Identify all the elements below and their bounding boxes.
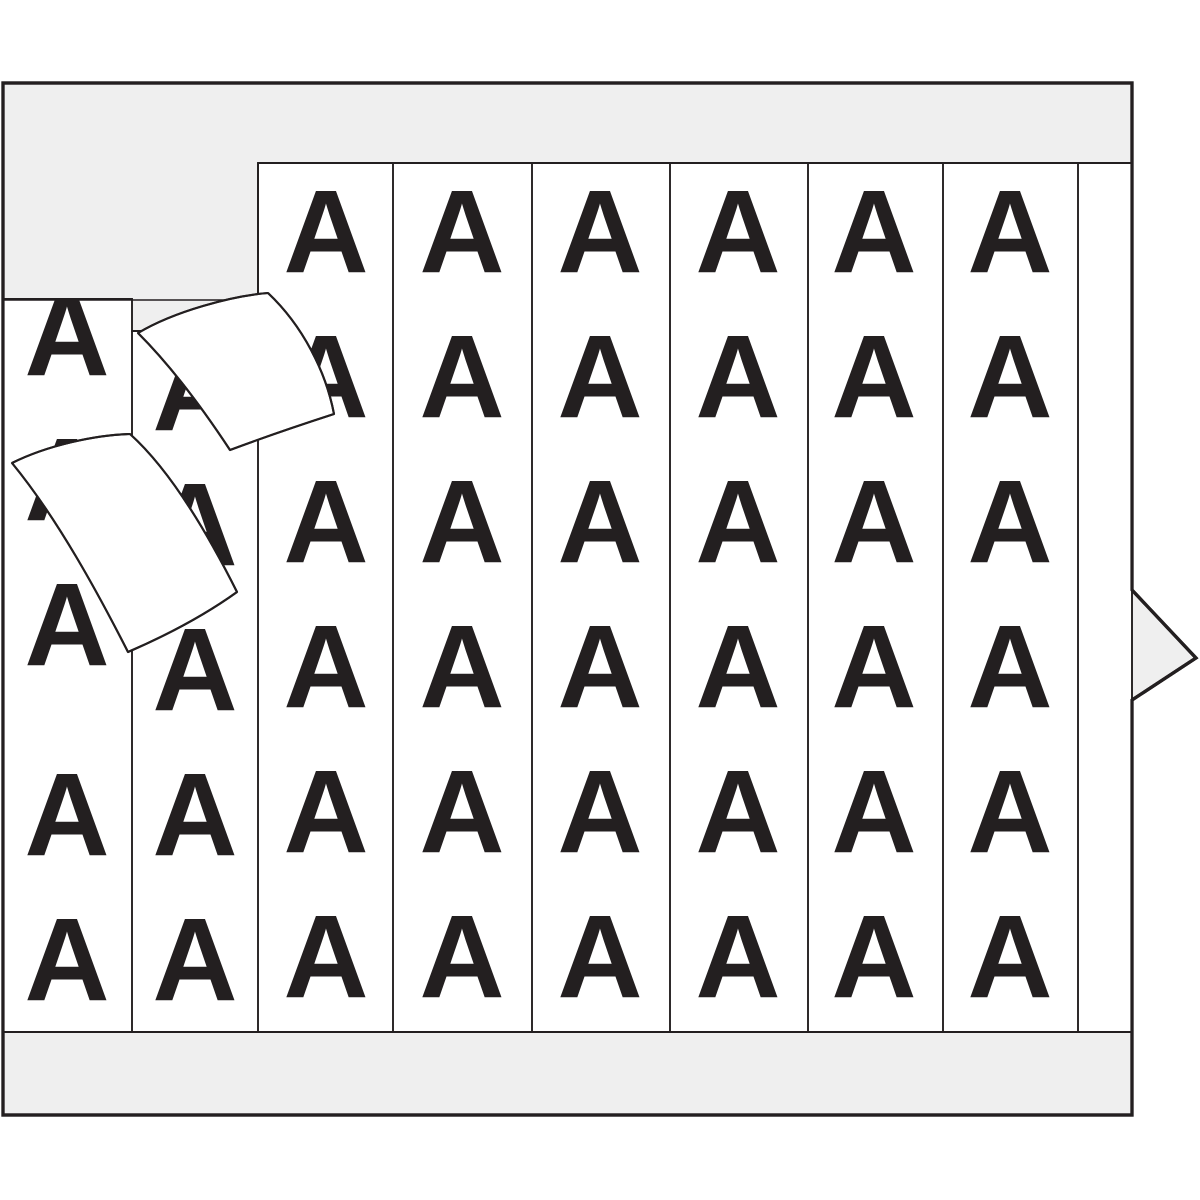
label-cell-c8r2: A [967,311,1052,443]
label-cell-c4r2: A [419,311,504,443]
label-cell-c3r6: A [283,891,368,1023]
label-field-margin-lines [3,162,1132,1033]
label-cell-c5r2: A [557,311,642,443]
label-column-4: A A A A A A [419,166,504,1023]
label-cell-c7r3: A [831,456,916,588]
label-column-5: A A A A A A [557,166,642,1023]
peeling-label-lower[interactable] [10,432,239,654]
label-column-6: A A A A A A [695,166,780,1023]
label-cell-c4r3: A [419,456,504,588]
label-cell-c6r4: A [695,601,780,733]
label-cell-c7r6: A [831,891,916,1023]
die-cut-tab-icon [1130,588,1199,702]
label-cell-c3r5: A [283,746,368,878]
label-cell-c5r3: A [557,456,642,588]
label-cell-c4r1: A [419,166,504,298]
label-cell-c6r5: A [695,746,780,878]
label-column-dividers [131,163,1079,1032]
label-cell-c8r3: A [967,456,1052,588]
label-cell-c8r6: A [967,891,1052,1023]
label-cell-c6r1: A [695,166,780,298]
label-column-3: A A A A A A [283,166,368,1023]
label-column-1: A A A A A A [24,269,109,1026]
label-cell-c4r6: A [419,891,504,1023]
label-cell-c8r4: A [967,601,1052,733]
label-cell-c8r5: A [967,746,1052,878]
label-cell-c6r3: A [695,456,780,588]
label-cell-c8r1: A [967,166,1052,298]
label-cell-c1r6: A [24,894,109,1026]
label-cell-c5r1: A [557,166,642,298]
label-cell-c5r4: A [557,601,642,733]
label-cell-c1r1: A [24,269,109,401]
label-cell-c2r5: A [152,894,237,1026]
label-cell-c7r5: A [831,746,916,878]
label-cell-c3r4: A [283,601,368,733]
label-cell-c3r1: A [283,166,368,298]
label-cell-c2r4: A [152,749,237,881]
label-cell-c6r2: A [695,311,780,443]
label-column-8: A A A A A A [967,166,1052,1023]
label-cell-c6r6: A [695,891,780,1023]
label-cell-c7r2: A [831,311,916,443]
label-column-7: A A A A A A [831,166,916,1023]
label-cell-c4r4: A [419,601,504,733]
label-cell-c3r3: A [283,456,368,588]
peeling-label-upper[interactable] [136,291,336,452]
label-cell-c4r5: A [419,746,504,878]
label-cell-c7r1: A [831,166,916,298]
label-cell-c5r6: A [557,891,642,1023]
label-cell-c1r5: A [24,749,109,881]
label-cell-c7r4: A [831,601,916,733]
label-cell-c5r5: A [557,746,642,878]
